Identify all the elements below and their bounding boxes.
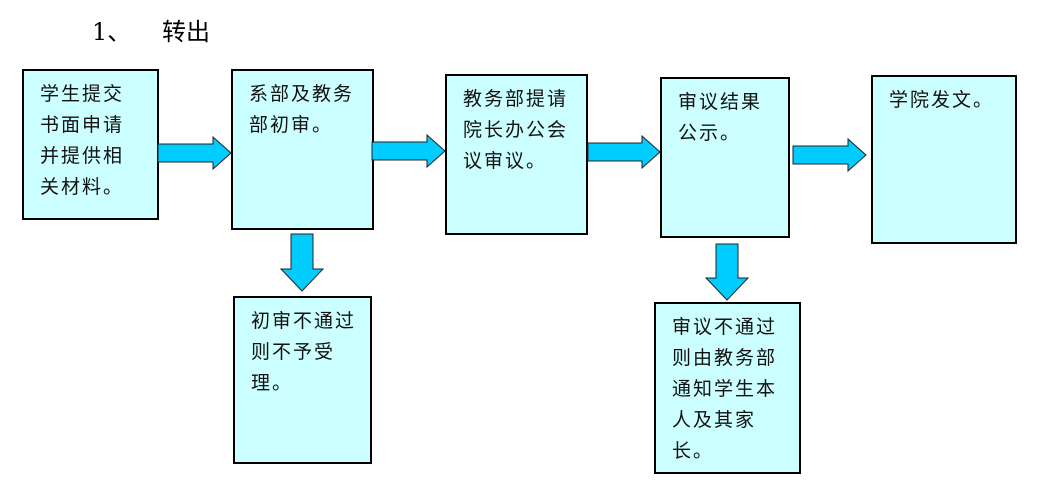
arrow-publicize-to-issue: [792, 137, 867, 173]
arrow-preliminary-to-meeting: [371, 133, 446, 169]
node-publicize: 审议结果公示。: [660, 77, 790, 238]
node-reject-preliminary: 初审不通过则不予受理。: [233, 296, 372, 464]
node-issue: 学院发文。: [871, 75, 1017, 244]
arrow-submit-to-preliminary: [157, 135, 232, 171]
section-title: 1、 转出: [92, 12, 210, 47]
node-reject-review: 审议不通过则由教务部通知学生本人及其家长。: [654, 302, 801, 474]
arrow-meeting-to-publicize: [587, 134, 661, 170]
arrow-publicize-to-reject: [704, 243, 750, 301]
section-text: 转出: [162, 18, 210, 46]
node-submit: 学生提交书面申请并提供相关材料。: [22, 69, 159, 220]
arrow-preliminary-to-reject: [279, 233, 325, 292]
node-preliminary: 系部及教务部初审。: [231, 69, 374, 230]
section-number: 1、: [92, 18, 132, 46]
node-meeting: 教务部提请院长办公会议审议。: [445, 74, 588, 235]
